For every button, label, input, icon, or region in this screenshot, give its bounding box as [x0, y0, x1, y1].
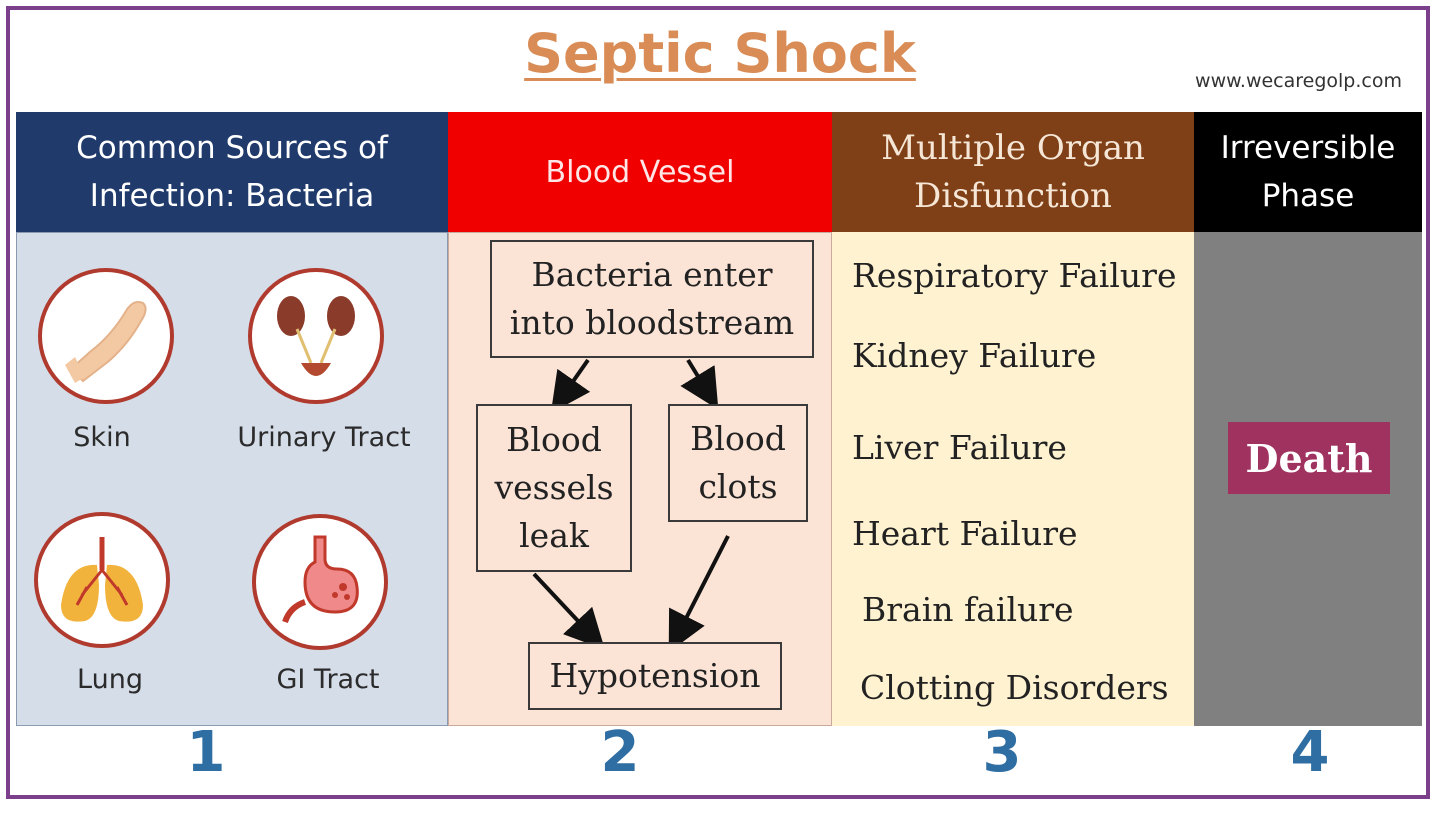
header-line: Multiple Organ	[881, 128, 1145, 168]
step-number-2: 2	[600, 720, 640, 785]
header-blood-vessel: Blood Vessel	[448, 112, 832, 232]
flow-text-line: into bloodstream	[509, 303, 795, 342]
source-label-gi-tract: GI Tract	[276, 664, 380, 695]
flow-text-line: Bacteria enter	[531, 255, 773, 294]
website-url: www.wecaregolp.com	[1195, 70, 1402, 92]
header-line: Disfunction	[914, 176, 1112, 216]
flow-text-line: Blood	[506, 420, 602, 459]
header-line: Irreversible	[1220, 130, 1396, 166]
flow-text-line: Blood	[690, 419, 786, 458]
header-irreversible-phase: Irreversible Phase	[1194, 112, 1422, 232]
organ-failure-item: Liver Failure	[852, 428, 1067, 467]
flow-text-line: vessels	[494, 468, 614, 507]
header-line: Common Sources of	[76, 130, 388, 166]
flow-box-blood-clots: Blood clots	[668, 404, 808, 522]
header-infection-sources: Common Sources of Infection: Bacteria	[16, 112, 448, 232]
header-line: Infection: Bacteria	[89, 178, 375, 214]
source-label-lung: Lung	[77, 664, 143, 695]
organ-failure-item: Clotting Disorders	[860, 668, 1169, 707]
flow-text-line: leak	[519, 516, 589, 555]
lungs-icon	[34, 512, 170, 648]
death-box: Death	[1228, 422, 1390, 494]
header-organ-dysfunction: Multiple Organ Disfunction	[832, 112, 1194, 232]
flow-text-line: Hypotension	[549, 656, 761, 695]
kidneys-icon	[248, 268, 384, 404]
organ-failure-item: Brain failure	[862, 590, 1074, 629]
header-line: Blood Vessel	[545, 154, 735, 190]
flow-box-vessels-leak: Blood vessels leak	[476, 404, 632, 572]
stomach-icon	[252, 514, 388, 650]
organ-failure-item: Respiratory Failure	[852, 256, 1177, 295]
flow-text-line: clots	[698, 467, 778, 506]
arm-icon	[38, 268, 174, 404]
step-number-4: 4	[1290, 720, 1330, 785]
organ-failure-item: Heart Failure	[852, 514, 1078, 553]
source-label-urinary-tract: Urinary Tract	[237, 422, 411, 453]
header-line: Phase	[1261, 178, 1355, 214]
flow-box-hypotension: Hypotension	[528, 642, 782, 710]
page-title: Septic Shock	[524, 22, 916, 85]
flow-box-bacteria-enter: Bacteria enter into bloodstream	[490, 240, 814, 358]
panel-organ-dysfunction	[832, 232, 1194, 726]
source-label-skin: Skin	[73, 422, 131, 453]
step-number-1: 1	[186, 720, 226, 785]
organ-failure-item: Kidney Failure	[852, 336, 1097, 375]
step-number-3: 3	[982, 720, 1022, 785]
